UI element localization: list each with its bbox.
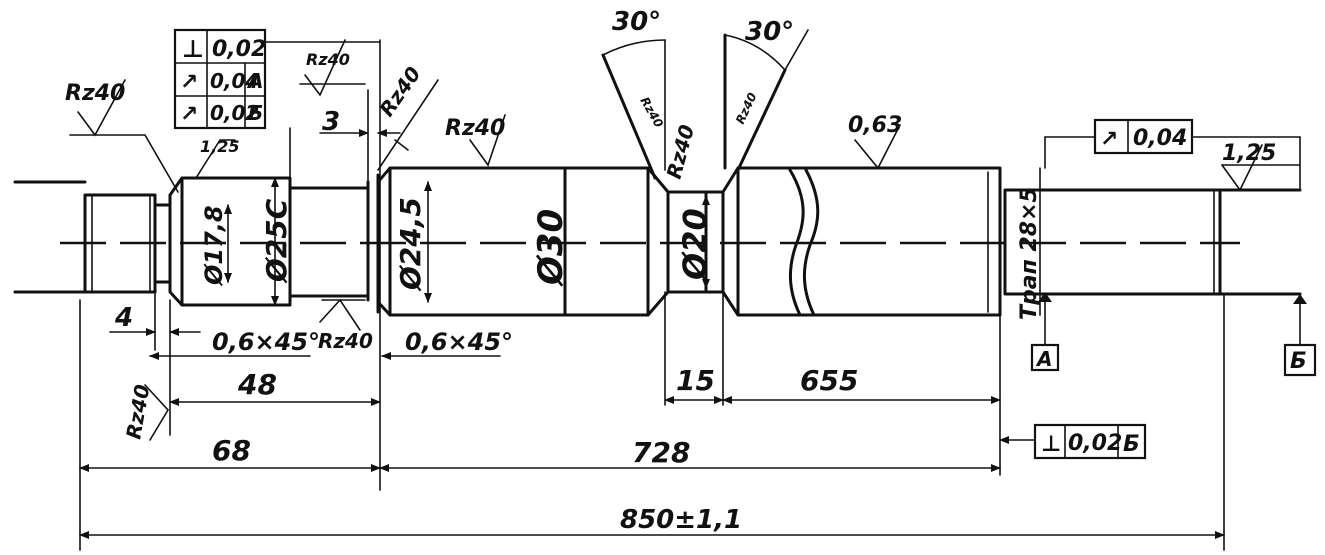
dim-d20: Ø20	[676, 208, 714, 282]
thread-designation: Трап 28×5	[1017, 187, 1042, 320]
diameter-dimensions: Ø17,8 Ø25С Ø24,5 Ø30 Ø20 Трап 28×5	[200, 167, 1042, 320]
dim-68: 68	[212, 434, 251, 467]
frame-top-row1-value: 0,02	[212, 37, 266, 62]
dim-overall-length: 850±1,1	[620, 505, 742, 535]
tolerance-frame-top: ⊥ 0,02 ↗ 0,04 А ↗ 0,02 Б	[173, 28, 291, 179]
dim-d178: Ø17,8	[200, 205, 228, 287]
roughness-left-bottom-rz40: Rz40	[121, 383, 154, 441]
angle-indicators: 30° 30°	[601, 7, 809, 180]
section-d30	[563, 166, 670, 317]
frame-top-row3-value: 0,02	[210, 101, 259, 125]
tolerance-frame-right: ↗ 0,04	[1044, 118, 1301, 191]
dim-chamfer-left: 0,6×45°	[212, 328, 320, 356]
datum-a: А	[1035, 347, 1052, 371]
frame-top-row3-symbol: ↗	[180, 102, 198, 127]
frame-right-value: 0,04	[1133, 126, 1187, 151]
frame-bottom-symbol: ⊥	[1041, 432, 1061, 457]
thread-section	[721, 166, 1002, 317]
dim-d25c: Ø25С	[260, 198, 293, 284]
frame-top-row2-datum: А	[246, 69, 263, 93]
datum-b: Б	[1290, 349, 1307, 374]
dim-chamfer-mid: 0,6×45°	[405, 328, 513, 356]
dim-d245: Ø24,5	[394, 197, 427, 292]
roughness-collar: 1,25	[200, 137, 239, 156]
frame-top-row1-symbol: ⊥	[182, 35, 204, 63]
dim-728: 728	[632, 436, 690, 469]
frame-right-symbol: ↗	[1100, 127, 1118, 152]
dim-48: 48	[237, 368, 277, 401]
roughness-right-125: 1,25	[1222, 141, 1276, 166]
dim-655: 655	[800, 364, 858, 397]
datum-markers: А Б	[1030, 292, 1317, 377]
roughness-notch-right: Rz40	[733, 90, 760, 126]
linear-dimensions: 850±1,1 68 728 48 15 655 4 0,6×45° 0,6×4…	[79, 39, 1225, 551]
frame-top-row2-symbol: ↗	[180, 70, 198, 95]
roughness-thread-063: 0,63	[848, 113, 902, 138]
roughness-section-rz40: Rz40	[445, 116, 505, 141]
roughness-notch-left: Rz40	[637, 95, 666, 131]
angle-right: 30°	[745, 17, 794, 47]
roughness-neck-rz40: Rz40	[662, 122, 699, 181]
frame-bottom-datum: Б	[1123, 432, 1140, 457]
frame-bottom-value: 0,02	[1068, 431, 1122, 456]
roughness-chamfer-rz40: Rz40	[374, 62, 425, 121]
dim-15: 15	[676, 364, 715, 397]
dim-d30: Ø30	[531, 209, 571, 287]
tolerance-frame-bottom: ⊥ 0,02 Б	[999, 423, 1147, 460]
frame-top-row3-datum: Б	[248, 101, 263, 125]
roughness-left-rz40: Rz40	[65, 81, 125, 106]
roughness-bottom-rz40: Rz40	[318, 329, 373, 353]
roughness-step: Rz40	[306, 50, 350, 69]
angle-left: 30°	[612, 7, 661, 37]
frame-top-row2-value: 0,04	[210, 69, 259, 93]
dim-4: 4	[114, 303, 133, 333]
dim-3: 3	[322, 107, 340, 137]
